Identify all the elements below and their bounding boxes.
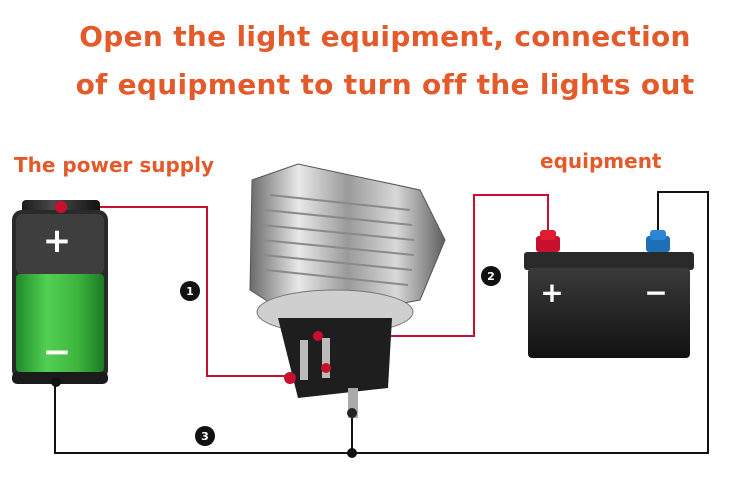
equipment-positive-sign: + <box>540 276 563 309</box>
battery-negative-sign: − <box>43 332 72 372</box>
marker-2-label: 2 <box>487 270 495 283</box>
power-supply-battery: + − <box>12 200 108 384</box>
marker-3: 3 <box>195 426 215 446</box>
battery-positive-terminal <box>55 201 67 213</box>
equipment-negative-sign: − <box>644 276 667 309</box>
marker-3-label: 3 <box>201 430 209 443</box>
negative-wires <box>54 191 709 454</box>
equipment-battery: + − <box>524 230 694 358</box>
wire-2 <box>318 194 549 337</box>
switch-terminals <box>284 331 331 384</box>
ground-junction <box>347 448 357 458</box>
equipment-label: equipment <box>540 149 662 173</box>
diagram-title-line-1: Open the light equipment, connection <box>79 20 691 53</box>
marker-2: 2 <box>481 266 501 286</box>
wire-1 <box>61 206 290 377</box>
battery-positive-sign: + <box>43 221 72 261</box>
diagram-title-line-2: of equipment to turn off the lights out <box>75 68 695 101</box>
marker-1: 1 <box>180 281 200 301</box>
positive-wires <box>61 194 549 377</box>
push-button-switch <box>249 163 446 418</box>
wire-3 <box>54 191 709 454</box>
power-supply-label: The power supply <box>14 153 214 177</box>
battery-negative-terminal <box>51 377 61 387</box>
marker-1-label: 1 <box>186 285 194 298</box>
